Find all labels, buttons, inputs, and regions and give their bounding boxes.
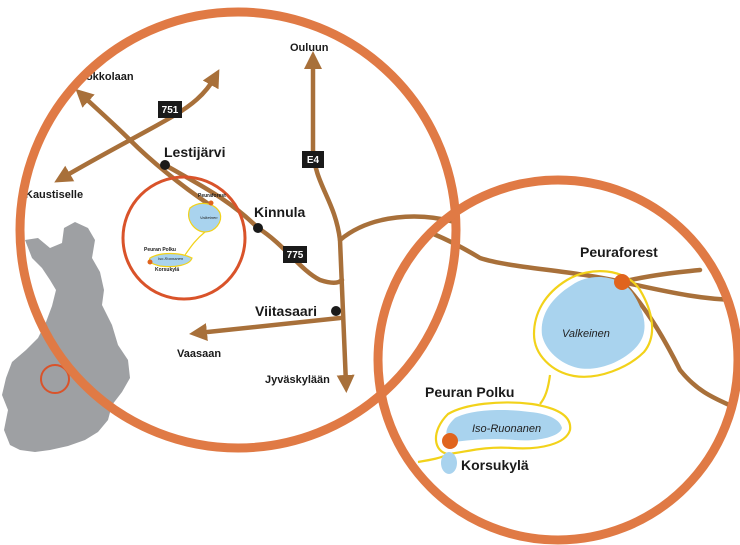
- trail-valkeinen-loop: [532, 270, 654, 378]
- locator-circle: [40, 364, 70, 394]
- detail-label-peuran-polku: Peuran Polku: [425, 384, 514, 400]
- shield-e4-label: E4: [307, 155, 320, 166]
- destination-marker-icon: [614, 274, 630, 290]
- town-label-lestijarvi: Lestijärvi: [164, 144, 225, 160]
- detail-label-peuraforest: Peuraforest: [580, 244, 658, 260]
- lake-valkeinen: [541, 276, 645, 369]
- detail-road-main: [378, 217, 738, 303]
- inset-ring: [121, 175, 247, 301]
- detail-road-branch: [619, 279, 738, 413]
- road-e4: [304, 51, 355, 393]
- inset-label-peuraforest: Peuraforest: [198, 193, 226, 199]
- direction-label-vaasa: Vaasaan: [177, 348, 221, 360]
- direction-label-oulu: Ouluun: [290, 42, 329, 54]
- road-lestijarvi-kinnula: [162, 162, 261, 231]
- road-to-vaasa: [189, 315, 343, 342]
- town-label-kinnula: Kinnula: [254, 204, 306, 220]
- lake-korsukyla-pond: [441, 452, 457, 474]
- shield-775-label: 775: [287, 250, 304, 261]
- inset-label-iso-ruonanen: Iso-Ruonanen: [158, 256, 184, 261]
- detail-road-north: [619, 267, 703, 285]
- inset-lake-valkeinen: [188, 202, 222, 233]
- road-network: [54, 51, 456, 393]
- inset-korsukyla-marker: [147, 259, 153, 265]
- detail-map: Peuraforest Valkeinen Peuran Polku Iso-R…: [378, 217, 738, 474]
- detail-ring: [373, 175, 740, 545]
- road-shield-751: 751: [158, 101, 182, 118]
- direction-label-jyvaskyla: Jyväskylään: [265, 374, 330, 386]
- town-dot-icon: [253, 223, 263, 233]
- inset-trail: [184, 231, 206, 256]
- detail-label-iso-ruonanen: Iso-Ruonanen: [472, 423, 541, 435]
- detail-label-korsukyla: Korsukylä: [461, 457, 529, 473]
- town-dot-icon: [160, 160, 170, 170]
- road-751: [54, 69, 220, 183]
- inset-label-valkeinen: Valkeinen: [200, 215, 218, 220]
- town-dot-icon: [331, 306, 341, 316]
- trail-connector: [539, 374, 552, 405]
- town-label-viitasaari: Viitasaari: [255, 303, 317, 319]
- road-shield-775: 775: [283, 246, 307, 263]
- lake-iso-ruonanen: [446, 410, 562, 442]
- overview-map: Peuraforest Valkeinen Peuran Polku Iso-R…: [25, 42, 456, 393]
- road-shield-e4: E4: [302, 151, 324, 168]
- overview-ring: [15, 7, 461, 453]
- detail-label-valkeinen: Valkeinen: [562, 328, 610, 340]
- destination-marker-icon: [442, 433, 458, 449]
- inset-map: Peuraforest Valkeinen Peuran Polku Iso-R…: [121, 175, 247, 301]
- inset-label-korsukyla: Korsukylä: [155, 267, 179, 273]
- inset-peuraforest-marker: [208, 200, 214, 206]
- inset-label-peuran-polku: Peuran Polku: [144, 247, 176, 253]
- shield-751-label: 751: [162, 105, 179, 116]
- direction-label-kaustinen: Kaustiselle: [25, 189, 83, 201]
